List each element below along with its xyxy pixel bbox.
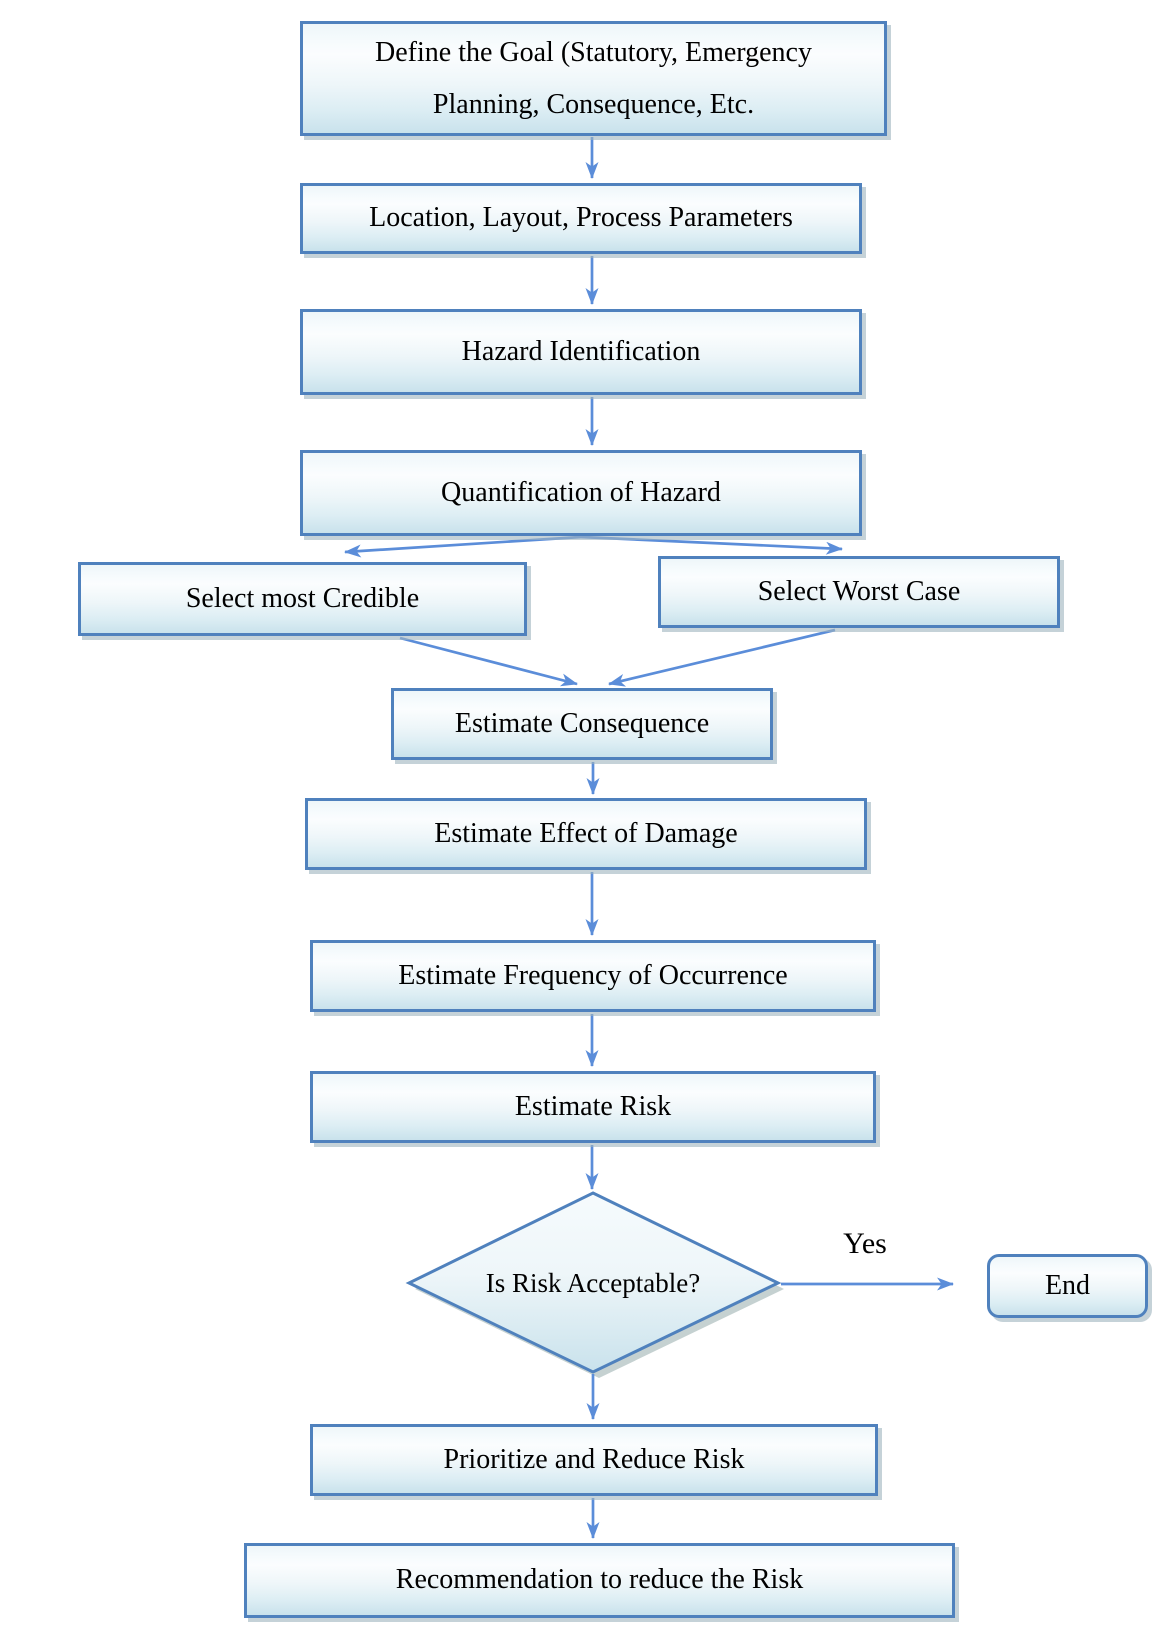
node-define-goal: Define the Goal (Statutory, Emergency Pl… [300,21,887,136]
node-hazard-identification: Hazard Identification [300,309,862,395]
node-recommendation: Recommendation to reduce the Risk [244,1543,955,1618]
node-select-most-credible: Select most Credible [78,562,527,636]
edge-label-yes: Yes [843,1227,887,1260]
node-quantification-of-hazard: Quantification of Hazard [300,450,862,536]
decision-diamond-label: Is Risk Acceptable? [485,1268,701,1299]
arrow-quantification-to-worst [580,535,843,555]
node-select-worst-case: Select Worst Case [658,556,1060,628]
node-end: End [987,1254,1148,1318]
node-estimate-risk: Estimate Risk [310,1071,876,1143]
node-estimate-frequency: Estimate Frequency of Occurrence [310,940,876,1012]
node-prioritize-reduce-risk: Prioritize and Reduce Risk [310,1424,878,1496]
arrow-worst-to-consequence [608,628,836,687]
node-estimate-consequence: Estimate Consequence [391,688,773,760]
decision-diamond [405,1191,782,1374]
node-estimate-effect-of-damage: Estimate Effect of Damage [305,798,867,870]
node-location-layout: Location, Layout, Process Parameters [300,183,862,254]
arrow-credible-to-consequence [399,636,578,687]
arrow-quantification-to-credible [344,535,582,558]
